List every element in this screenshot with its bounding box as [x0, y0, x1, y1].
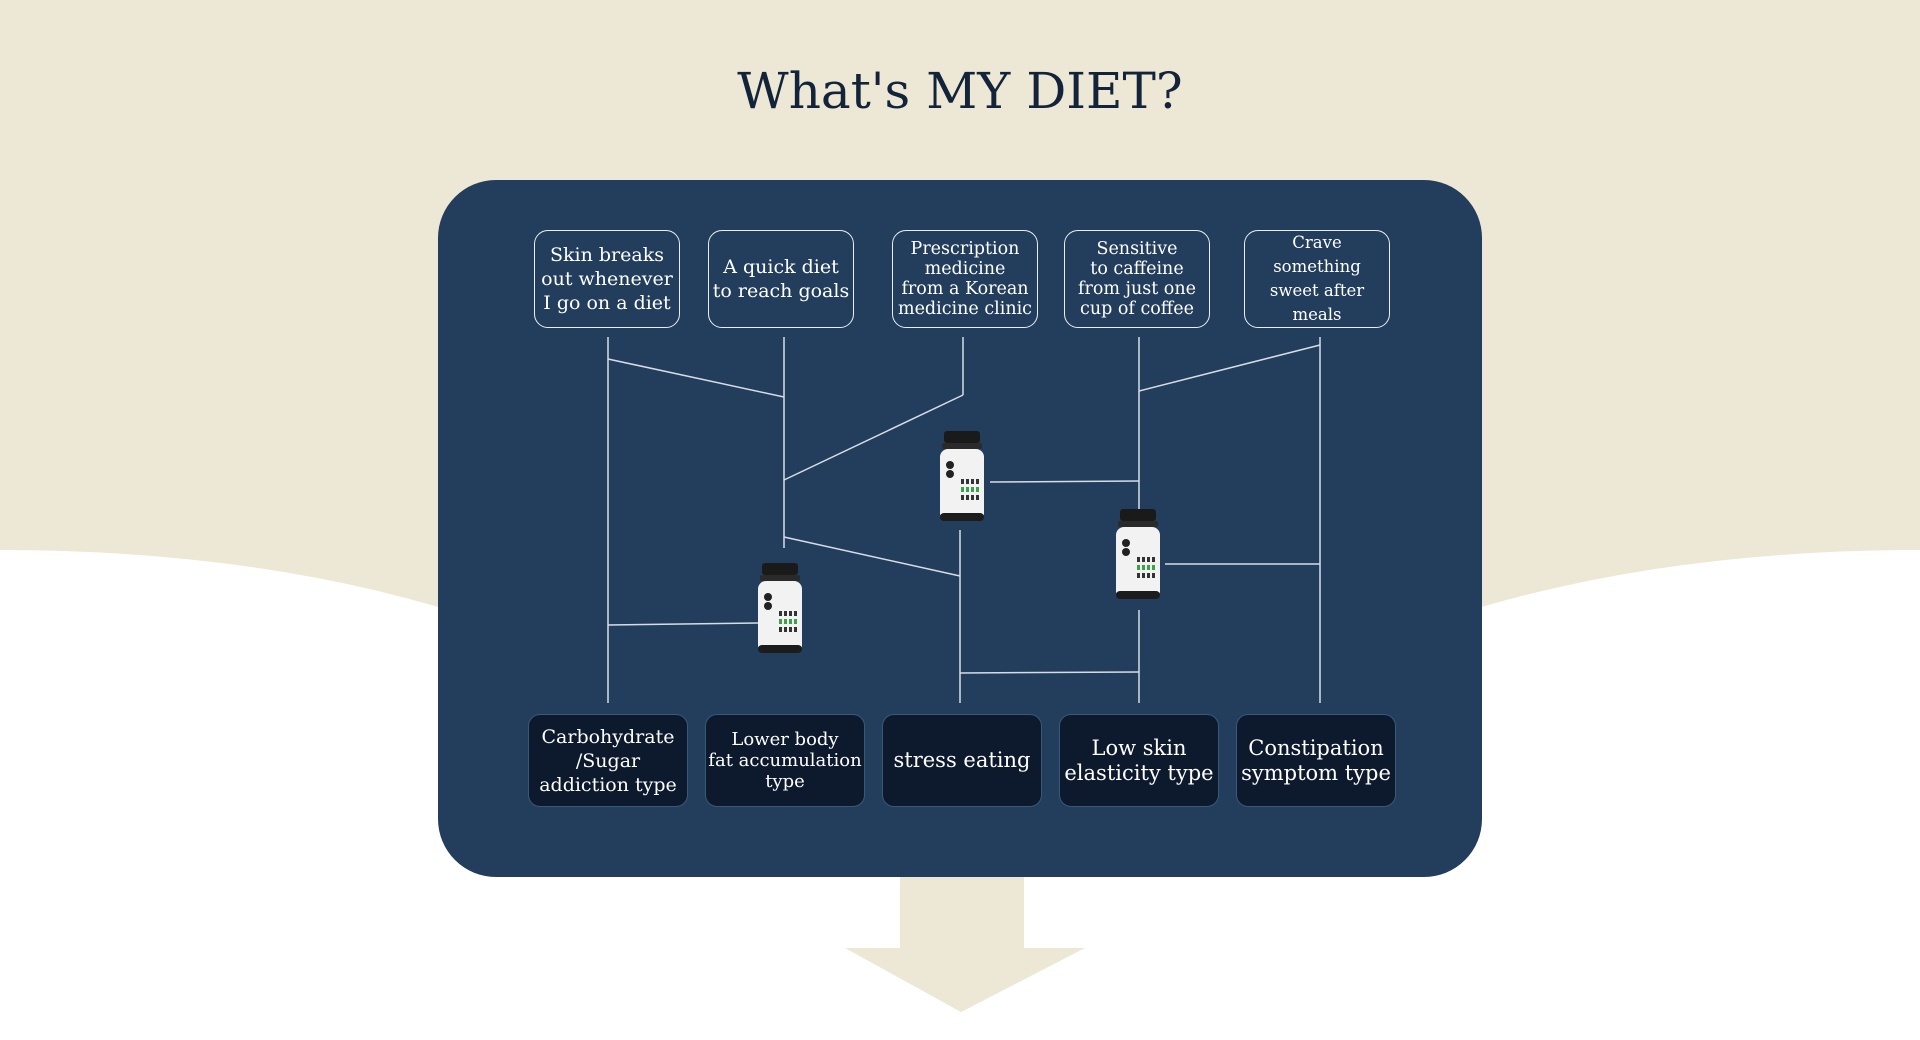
- rung-6: [1138, 344, 1321, 392]
- result-box-low-skin-elasticity: Low skin elasticity type: [1059, 714, 1219, 807]
- rung-1: [607, 358, 785, 398]
- rung-2: [783, 394, 964, 481]
- question-box-prescription-medicine: Prescription medicine from a Korean medi…: [892, 230, 1038, 328]
- result-box-lower-body-fat: Lower body fat accumulation type: [705, 714, 865, 807]
- rung-5: [989, 480, 1140, 483]
- question-box-caffeine-sensitive: Sensitive to caffeine from just one cup …: [1064, 230, 1210, 328]
- rung-4: [607, 622, 759, 626]
- supplement-bottle-icon: [758, 563, 802, 653]
- result-box-constipation: Constipation symptom type: [1236, 714, 1396, 807]
- supplement-bottle-icon: [940, 431, 984, 521]
- result-box-carbohydrate-sugar: Carbohydrate /Sugar addiction type: [528, 714, 688, 807]
- result-box-stress-eating: stress eating: [882, 714, 1042, 807]
- supplement-bottle-icon: [1116, 509, 1160, 599]
- down-arrow-icon: [845, 870, 1085, 1012]
- rung-3: [783, 536, 961, 577]
- question-box-quick-diet: A quick diet to reach goals: [708, 230, 854, 328]
- rung-8: [959, 671, 1140, 674]
- question-box-skin-breaks: Skin breaks out whenever I go on a diet: [534, 230, 680, 328]
- question-box-crave-sweet: Crave something sweet after meals: [1244, 230, 1390, 328]
- page-title: What's MY DIET?: [737, 62, 1183, 120]
